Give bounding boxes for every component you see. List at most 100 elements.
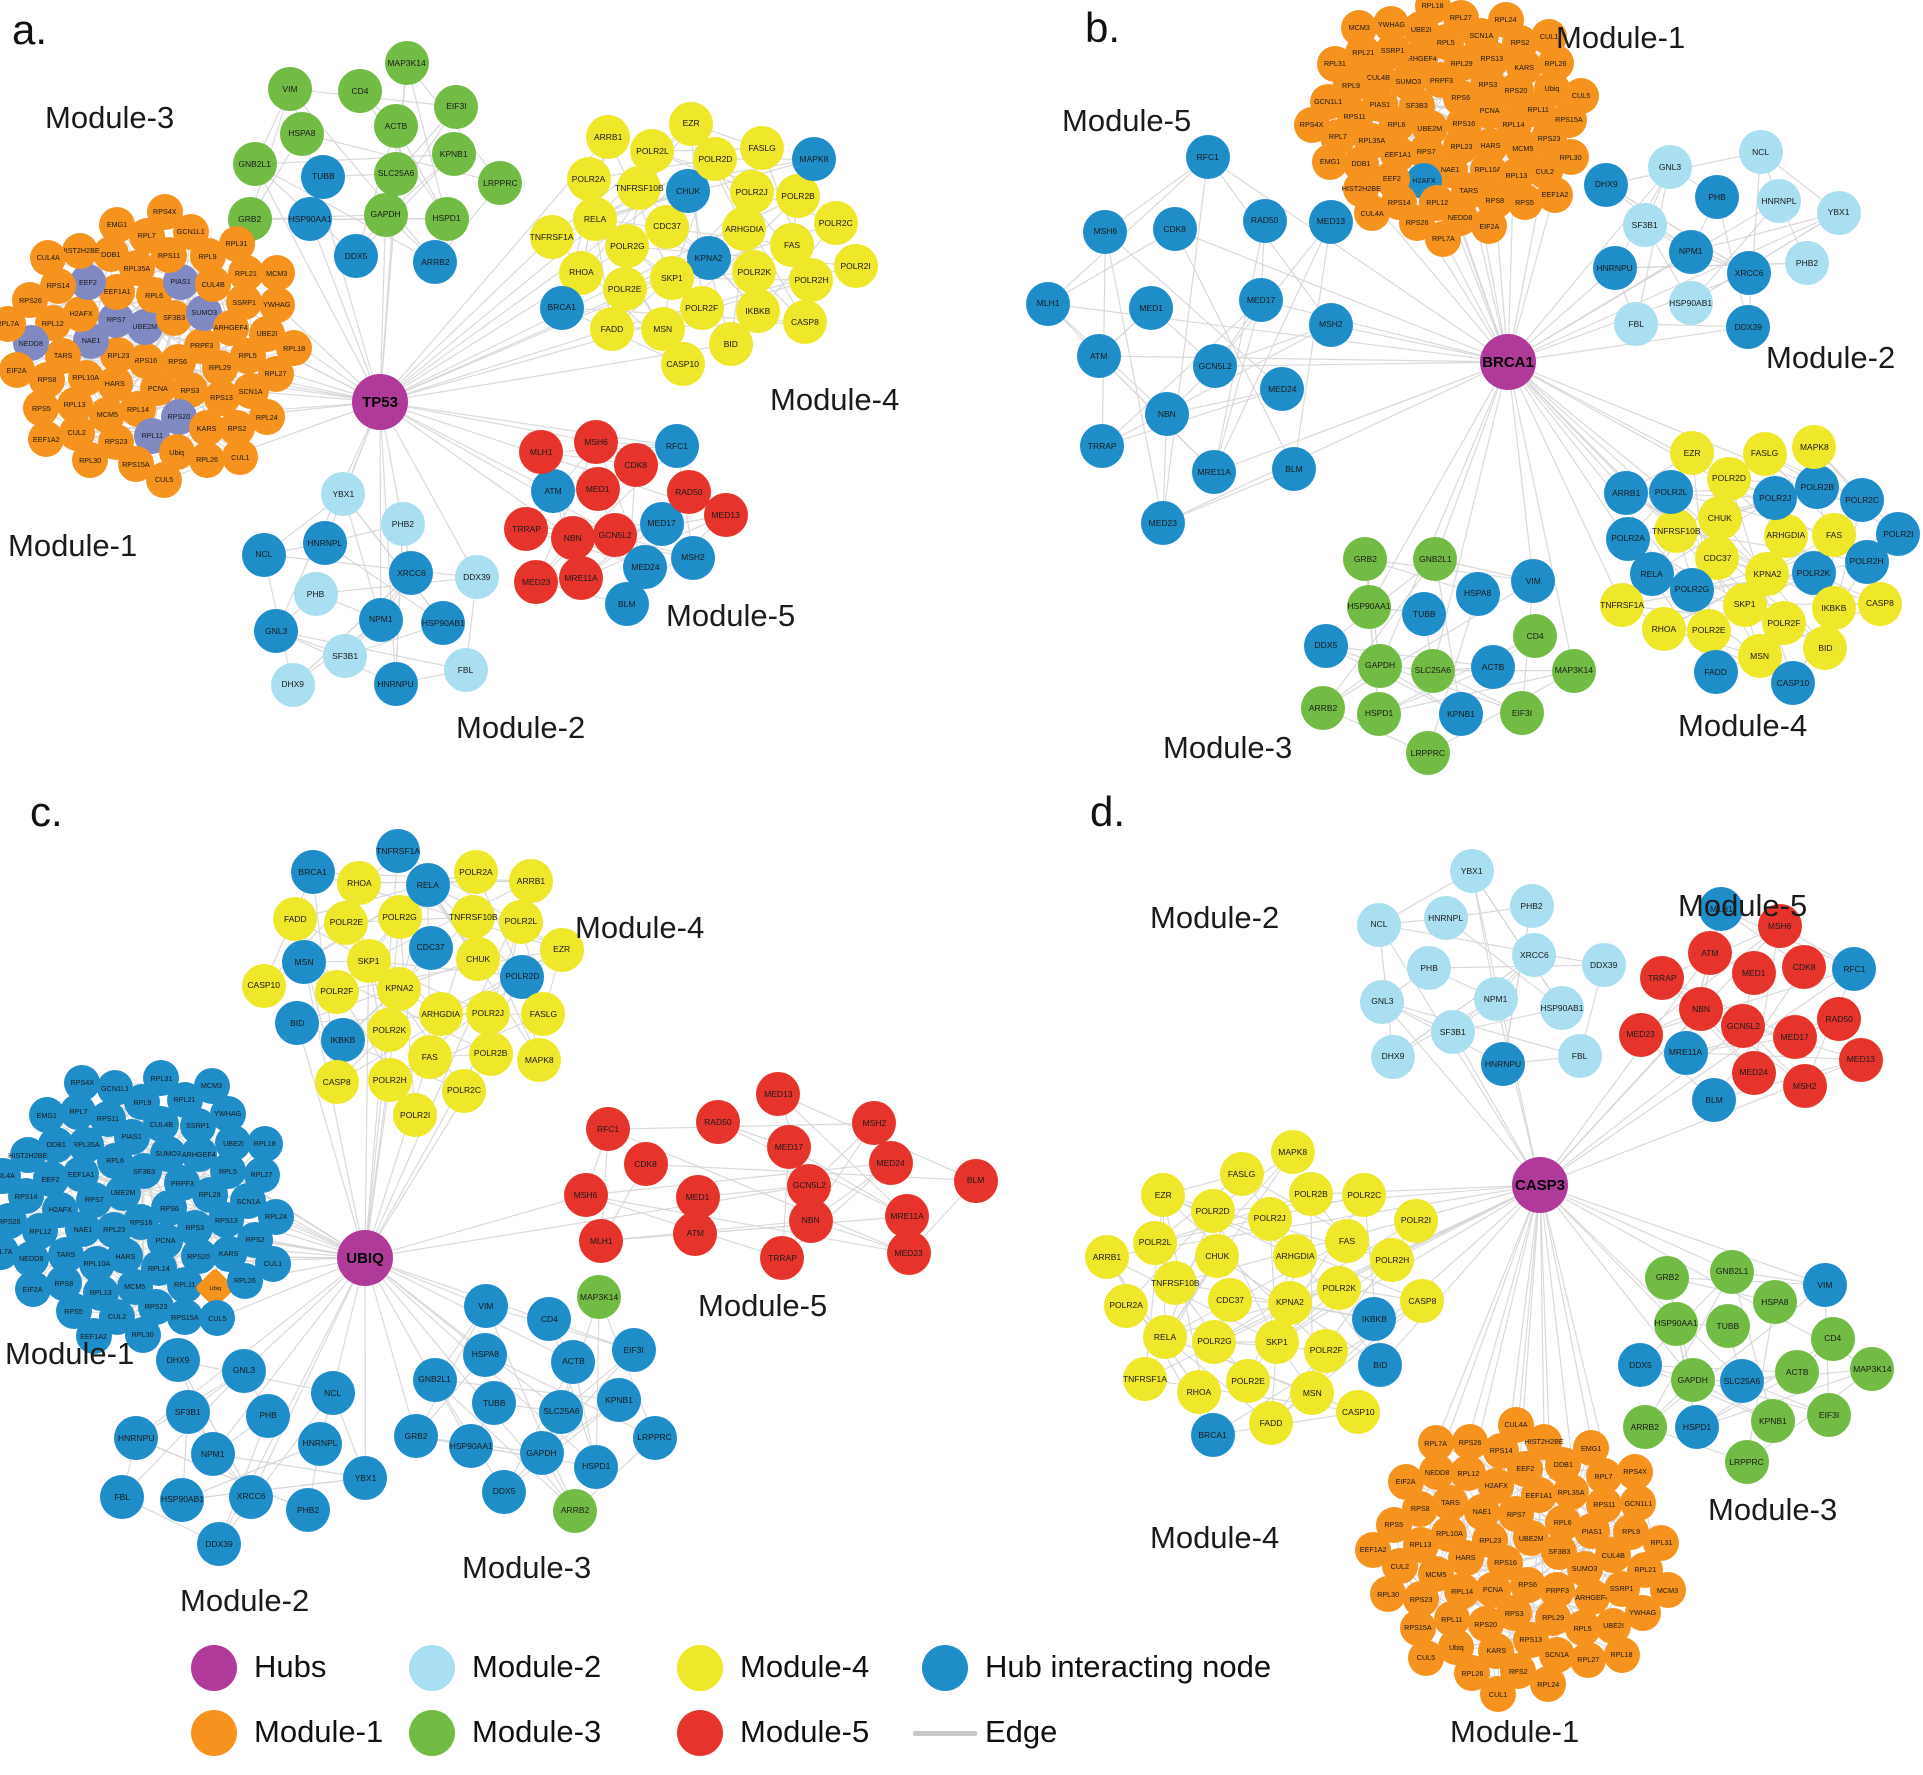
node-ACTB: ACTB bbox=[374, 104, 418, 149]
node-label: RPS7 bbox=[1416, 147, 1436, 157]
node-BRCA1: BRCA1 bbox=[290, 850, 335, 895]
node-label: POLR2D bbox=[698, 153, 733, 164]
node-RPL26: RPL26 bbox=[189, 441, 226, 478]
node-MED13: MED13 bbox=[756, 1071, 801, 1116]
node-label: DDX5 bbox=[344, 250, 368, 261]
node-label: RPL24 bbox=[265, 1212, 287, 1222]
node-label: MLH1 bbox=[1036, 298, 1060, 309]
node-label: EEF1A1 bbox=[67, 1169, 95, 1179]
node-label: RPL26 bbox=[233, 1276, 256, 1286]
node-label: POLR2H bbox=[1375, 1254, 1410, 1265]
node-label: KPNA2 bbox=[694, 252, 723, 263]
node-label: YBX1 bbox=[332, 489, 355, 500]
node-label: SUMO3 bbox=[191, 308, 217, 318]
node-DDX39: DDX39 bbox=[454, 555, 499, 600]
node-label: CUL4B bbox=[1601, 1550, 1625, 1560]
node-RPL27: RPL27 bbox=[1570, 1641, 1607, 1678]
node-MSH6: MSH6 bbox=[574, 420, 619, 465]
node-label: MED17 bbox=[1780, 1032, 1809, 1043]
node-label: RPS14 bbox=[14, 1191, 38, 1201]
node-label: GAPDH bbox=[370, 209, 401, 220]
node-POLR2E: POLR2E bbox=[1226, 1358, 1271, 1403]
node-POLR2E: POLR2E bbox=[324, 900, 369, 945]
node-label: ATM bbox=[686, 1228, 704, 1239]
node-label: RPS26 bbox=[19, 295, 42, 305]
node-GNL3: GNL3 bbox=[1647, 145, 1692, 190]
node-label: GCN5L2 bbox=[1726, 1021, 1760, 1032]
node-NCL: NCL bbox=[241, 532, 286, 577]
node-label: SF3B1 bbox=[1439, 1026, 1466, 1037]
node-label: RPL13 bbox=[89, 1288, 112, 1298]
node-label: ARHGEF4 bbox=[213, 323, 248, 333]
node-label: EZR bbox=[553, 944, 571, 955]
node-SLC25A6: SLC25A6 bbox=[374, 151, 419, 196]
node-label: HSP90AB1 bbox=[1540, 1002, 1584, 1013]
node-label: RFC1 bbox=[665, 441, 689, 452]
node-label: RPS6 bbox=[160, 1203, 179, 1213]
node-label: NEDD8 bbox=[1447, 213, 1473, 223]
node-label: RPL18 bbox=[253, 1139, 276, 1149]
node-label: IKBKB bbox=[330, 1034, 356, 1045]
node-FBL: FBL bbox=[100, 1474, 145, 1519]
node-GNB2L1: GNB2L1 bbox=[232, 142, 277, 187]
node-label: H2AFX bbox=[48, 1205, 72, 1215]
node-ARRB1: ARRB1 bbox=[1084, 1234, 1129, 1279]
node-label: NBN bbox=[801, 1215, 820, 1226]
node-label: FADD bbox=[600, 323, 624, 334]
node-label: CASP8 bbox=[1408, 1295, 1437, 1306]
node-ATM: ATM bbox=[1687, 931, 1732, 976]
node-label: GRB2 bbox=[404, 1431, 428, 1442]
module-label-a-module-1: Module-1 bbox=[8, 528, 138, 563]
node-label: MRE11A bbox=[1197, 466, 1231, 477]
node-MSH6: MSH6 bbox=[1083, 209, 1128, 254]
node-label: RPS2 bbox=[1508, 1666, 1528, 1676]
node-label: PHB bbox=[1708, 191, 1726, 202]
node-label: RPS20 bbox=[1474, 1619, 1497, 1629]
node-label: RPS26 bbox=[1405, 218, 1429, 228]
node-label: RPS14 bbox=[1489, 1446, 1513, 1456]
module-label-b-module-5: Module-5 bbox=[1062, 103, 1192, 138]
node-label: IKBKB bbox=[1821, 602, 1847, 613]
node-label: SF3B1 bbox=[1631, 219, 1658, 230]
node-DDX39: DDX39 bbox=[197, 1522, 241, 1567]
node-POLR2I: POLR2I bbox=[1876, 511, 1921, 556]
node-label: RPL23 bbox=[103, 1225, 126, 1235]
node-label: CASP8 bbox=[322, 1076, 351, 1087]
node-HSP90AB1: HSP90AB1 bbox=[421, 601, 466, 646]
node-label: NCL bbox=[1752, 146, 1770, 157]
node-label: ATM bbox=[544, 485, 562, 496]
node-MED23: MED23 bbox=[514, 559, 559, 604]
node-label: BLM bbox=[1285, 463, 1303, 474]
node-GCN5L2: GCN5L2 bbox=[1193, 344, 1238, 389]
node-label: BRCA1 bbox=[547, 302, 576, 313]
node-MAPK8: MAPK8 bbox=[1270, 1129, 1315, 1174]
node-POLR2G: POLR2G bbox=[1670, 567, 1715, 612]
node-GAPDH: GAPDH bbox=[1358, 643, 1403, 688]
node-FBL: FBL bbox=[1557, 1034, 1602, 1079]
node-label: EMG1 bbox=[36, 1110, 57, 1120]
node-POLR2F: POLR2F bbox=[679, 285, 724, 330]
node-PHB2: PHB2 bbox=[1509, 883, 1554, 928]
node-label: RPL27 bbox=[264, 369, 287, 379]
node-label: SKP1 bbox=[1265, 1337, 1288, 1348]
node-label: RPL21 bbox=[173, 1095, 196, 1105]
node-label: CUL1 bbox=[263, 1259, 283, 1269]
node-ATM: ATM bbox=[531, 469, 576, 514]
legend-swatch-module-2 bbox=[409, 1645, 455, 1691]
node-label: RPL29 bbox=[208, 363, 231, 373]
node-label: CHUK bbox=[676, 185, 701, 196]
node-label: EEF1A2 bbox=[32, 434, 60, 444]
node-label: RPL24 bbox=[1537, 1679, 1560, 1689]
node-label: MCM5 bbox=[124, 1282, 146, 1292]
node-label: EIF2A bbox=[1395, 1477, 1416, 1487]
node-label: GNB2L1 bbox=[418, 1374, 451, 1385]
node-RFC1: RFC1 bbox=[586, 1107, 631, 1152]
node-label: TUBB bbox=[1412, 608, 1436, 619]
node-label: MCM5 bbox=[96, 410, 118, 420]
legend-label-module-1: Module-1 bbox=[254, 1714, 384, 1749]
node-FBL: FBL bbox=[443, 647, 488, 692]
node-label: PIAS1 bbox=[170, 277, 191, 287]
node-CASP10: CASP10 bbox=[241, 963, 286, 1008]
node-label: RPL7A bbox=[1431, 234, 1455, 244]
node-label: RPS4X bbox=[1299, 120, 1324, 130]
